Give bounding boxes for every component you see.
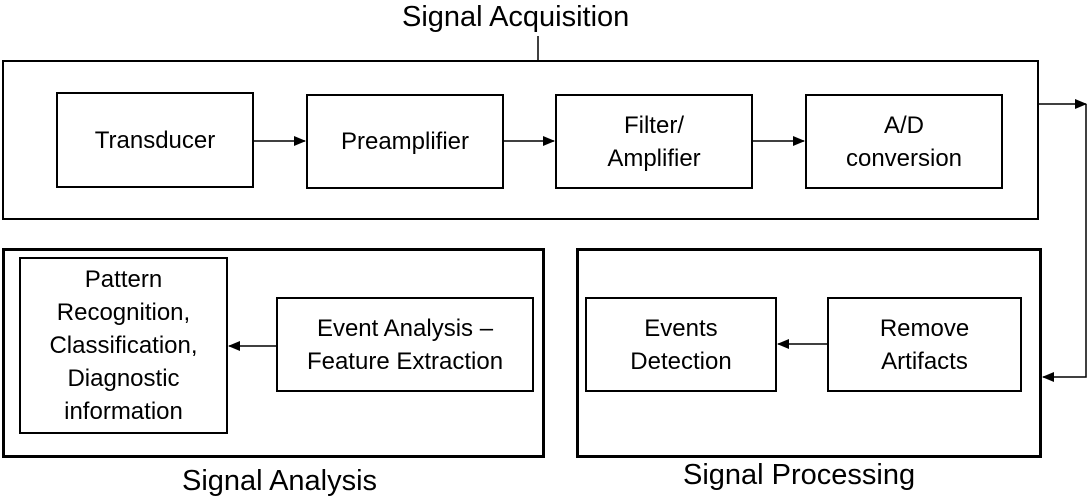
arrow-to-processing [1042,104,1087,382]
signal-analysis-title: Signal Analysis [182,465,378,497]
preamplifier-box: Preamplifier [306,94,504,189]
signal-acquisition-title: Signal Acquisition [402,1,630,33]
ad-conversion-box: A/D conversion [805,94,1003,189]
pattern-recognition-box: Pattern Recognition, Classification, Dia… [19,257,228,434]
transducer-box: Transducer [56,92,254,188]
filter-amplifier-box: Filter/ Amplifier [555,94,753,189]
event-analysis-box: Event Analysis – Feature Extraction [276,297,534,392]
remove-artifacts-box: Remove Artifacts [827,297,1022,392]
events-detection-box: Events Detection [585,297,777,392]
signal-processing-title: Signal Processing [683,459,916,491]
